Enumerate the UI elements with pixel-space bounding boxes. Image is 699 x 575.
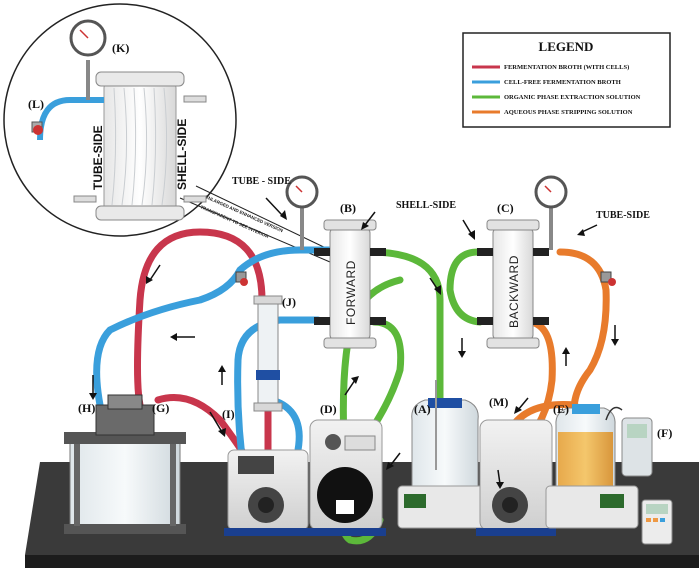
handheld-device (641, 499, 673, 545)
label-b: (B) (340, 201, 356, 215)
inset-tube-side-label: TUBE-SIDE (91, 125, 105, 190)
inset-valve-icon (33, 125, 43, 135)
pressure-gauge-forward-icon (285, 175, 319, 250)
forward-module-label: FORWARD (344, 260, 358, 325)
filter-cartridge-j (253, 295, 283, 412)
legend-box: LEGEND FERMENTATION BROTH (WITH CELLS) C… (462, 32, 671, 128)
label-shell-side: SHELL-SIDE (396, 200, 456, 211)
stripping-reservoir-e (545, 404, 639, 529)
legend-title: LEGEND (539, 39, 594, 54)
inset-magnified-view: ENLARGED AND ENHANCED VERSION TRANSPAREN… (3, 3, 331, 263)
ph-meter-f (605, 406, 653, 477)
label-a: (A) (414, 402, 431, 416)
organic-reservoir-a (397, 380, 495, 529)
peristaltic-pump-i (224, 449, 312, 536)
label-h: (H) (78, 401, 95, 415)
inset-shell-side-label: SHELL-SIDE (175, 119, 189, 190)
legend-label-cell-free-broth: CELL-FREE FERMENTATION BROTH (504, 79, 621, 86)
peristaltic-pump-d (306, 419, 386, 536)
label-tube-side-left: TUBE - SIDE (232, 176, 291, 187)
label-g: (G) (152, 401, 169, 415)
legend-label-organic-phase: ORGANIC PHASE EXTRACTION SOLUTION (504, 94, 641, 101)
inset-label-k: (K) (112, 41, 129, 55)
sampling-valve-left-icon (235, 271, 248, 286)
fermenter-vessel (64, 394, 186, 534)
backward-module-label: BACKWARD (507, 255, 521, 328)
peristaltic-pump-m (476, 419, 556, 536)
label-i: (I) (222, 407, 235, 421)
label-m: (M) (489, 395, 508, 409)
inset-label-l: (L) (28, 97, 44, 111)
backward-contactor-module: BACKWARD (477, 219, 549, 349)
label-e: (E) (553, 402, 569, 416)
label-j: (J) (282, 295, 296, 309)
sampling-valve-right-icon (600, 271, 616, 286)
legend-label-aqueous-phase: AQUEOUS PHASE STRIPPING SOLUTION (504, 109, 633, 116)
label-tube-side-right: TUBE-SIDE (596, 210, 650, 221)
legend-label-broth-with-cells: FERMENTATION BROTH (WITH CELLS) (504, 64, 629, 71)
pressure-gauge-backward-icon (534, 175, 568, 250)
label-f: (F) (657, 426, 672, 440)
forward-contactor-module: FORWARD (314, 219, 386, 349)
flow-arrows (89, 197, 619, 489)
label-c: (C) (497, 201, 514, 215)
label-d: (D) (320, 402, 337, 416)
